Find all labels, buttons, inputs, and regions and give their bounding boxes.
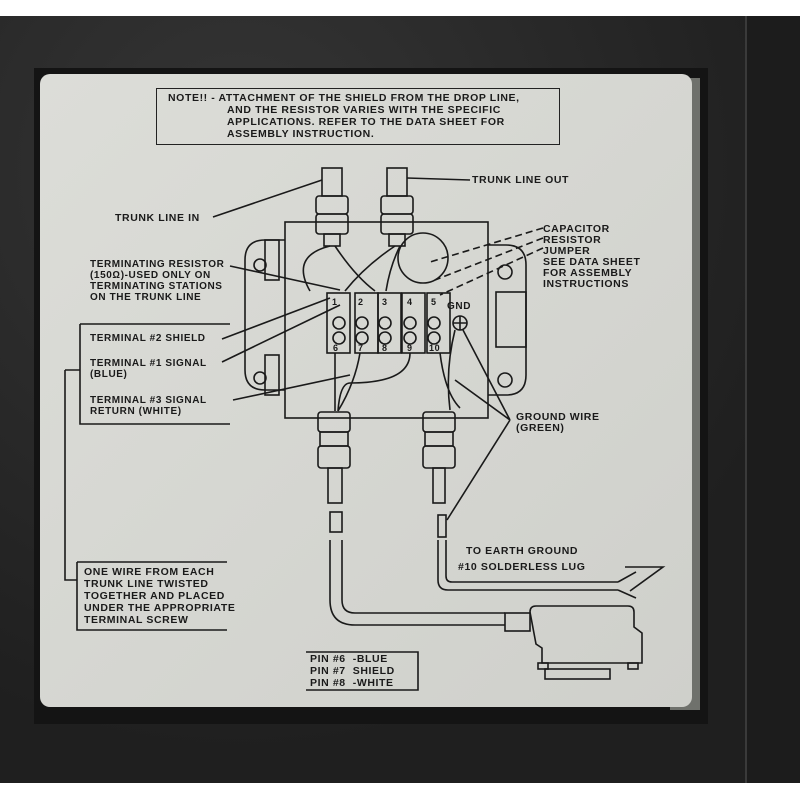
trunk-out-gland — [380, 167, 414, 247]
db-connector — [529, 605, 643, 664]
leader-terminal-2 — [221, 297, 331, 340]
terminal-num-4: 4 — [407, 297, 413, 307]
for-assembly-label: FOR ASSEMBLY — [543, 267, 633, 279]
leader-ground-wire — [446, 329, 511, 521]
resistor-label: RESISTOR — [543, 234, 602, 246]
leader-terminal-1 — [221, 304, 341, 363]
bracket-connector — [64, 369, 80, 581]
junction-box — [284, 221, 489, 419]
note-line-4: ASSEMBLY INSTRUCTION. — [227, 128, 375, 140]
earth-ground-label: TO EARTH GROUND — [466, 545, 579, 557]
pin-box — [306, 651, 419, 691]
leader-trunk-out — [406, 177, 471, 181]
connector-strain-relief — [504, 612, 531, 632]
terminating-resistor-line-3: TERMINATING STATIONS — [90, 281, 223, 292]
terminal-block — [326, 292, 451, 354]
terminal-num-10: 10 — [429, 343, 441, 353]
twisted-note-line-2: TRUNK LINE TWISTED — [84, 578, 209, 590]
terminal-num-2: 2 — [358, 297, 364, 307]
twisted-note-line-1: ONE WIRE FROM EACH — [84, 566, 215, 578]
note-box — [156, 88, 560, 145]
solderless-lug — [598, 571, 637, 599]
solderless-lug-label: #10 SOLDERLESS LUG — [458, 561, 586, 573]
pin-6-label: PIN #6 -BLUE — [310, 653, 388, 665]
terminal-num-6: 6 — [333, 343, 339, 353]
terminal-num-5: 5 — [431, 297, 437, 307]
see-data-sheet-label: SEE DATA SHEET — [543, 256, 641, 268]
gnd-label: GND — [447, 301, 472, 312]
twisted-note-line-5: TERMINAL SCREW — [84, 614, 189, 626]
panel-edge — [745, 16, 800, 783]
terminating-resistor-line-4: ON THE TRUNK LINE — [90, 292, 202, 303]
ground-wire-color: (GREEN) — [516, 422, 565, 434]
twisted-note-line-4: UNDER THE APPROPRIATE — [84, 602, 236, 614]
terminal-1-label: TERMINAL #1 SIGNAL — [90, 358, 207, 369]
pin-8-label: PIN #8 -WHITE — [310, 677, 394, 689]
terminal-3-color: RETURN (WHITE) — [90, 406, 182, 417]
leader-terminal-3 — [232, 374, 351, 401]
trunk-cable — [329, 540, 505, 626]
leader-components — [429, 227, 544, 296]
ground-cable — [437, 540, 598, 591]
trunk-line-in-label: TRUNK LINE IN — [115, 212, 200, 224]
top-margin — [0, 0, 800, 16]
note-line-1: NOTE!! - ATTACHMENT OF THE SHIELD FROM T… — [168, 92, 520, 104]
terminal-num-7: 7 — [358, 343, 364, 353]
note-line-2: AND THE RESISTOR VARIES WITH THE SPECIFI… — [227, 104, 501, 116]
capacitor-label: CAPACITOR — [543, 223, 610, 235]
terminal-bracket — [79, 323, 230, 425]
bottom-right-gland — [422, 411, 456, 538]
trunk-line-out-label: TRUNK LINE OUT — [472, 174, 570, 186]
left-mount-tab — [244, 239, 285, 391]
twisted-note-box — [76, 561, 227, 631]
terminal-num-3: 3 — [382, 297, 388, 307]
terminal-num-1: 1 — [332, 297, 338, 307]
leader-lug — [625, 566, 666, 592]
wiring-label — [40, 74, 692, 707]
terminal-3-label: TERMINAL #3 SIGNAL — [90, 395, 207, 406]
terminating-resistor-line-1: TERMINATING RESISTOR — [90, 259, 225, 270]
instructions-label: INSTRUCTIONS — [543, 278, 629, 290]
terminal-num-8: 8 — [382, 343, 388, 353]
pin-7-label: PIN #7 SHIELD — [310, 665, 395, 677]
leader-terminating-resistor — [229, 265, 341, 291]
jumper-label: JUMPER — [543, 245, 591, 257]
twisted-note-line-3: TOGETHER AND PLACED — [84, 590, 225, 602]
bottom-left-gland — [317, 411, 351, 533]
terminal-2-label: TERMINAL #2 SHIELD — [90, 333, 206, 344]
capacitor — [397, 232, 449, 284]
bottom-margin — [0, 783, 800, 800]
trunk-in-gland — [315, 167, 349, 247]
terminating-resistor-line-2: (150Ω)-USED ONLY ON — [90, 270, 211, 281]
leader-trunk-in — [212, 179, 323, 218]
terminal-1-color: (BLUE) — [90, 369, 128, 380]
note-line-3: APPLICATIONS. REFER TO THE DATA SHEET FO… — [227, 116, 505, 128]
ground-wire-label: GROUND WIRE — [516, 411, 600, 423]
terminal-num-9: 9 — [407, 343, 413, 353]
